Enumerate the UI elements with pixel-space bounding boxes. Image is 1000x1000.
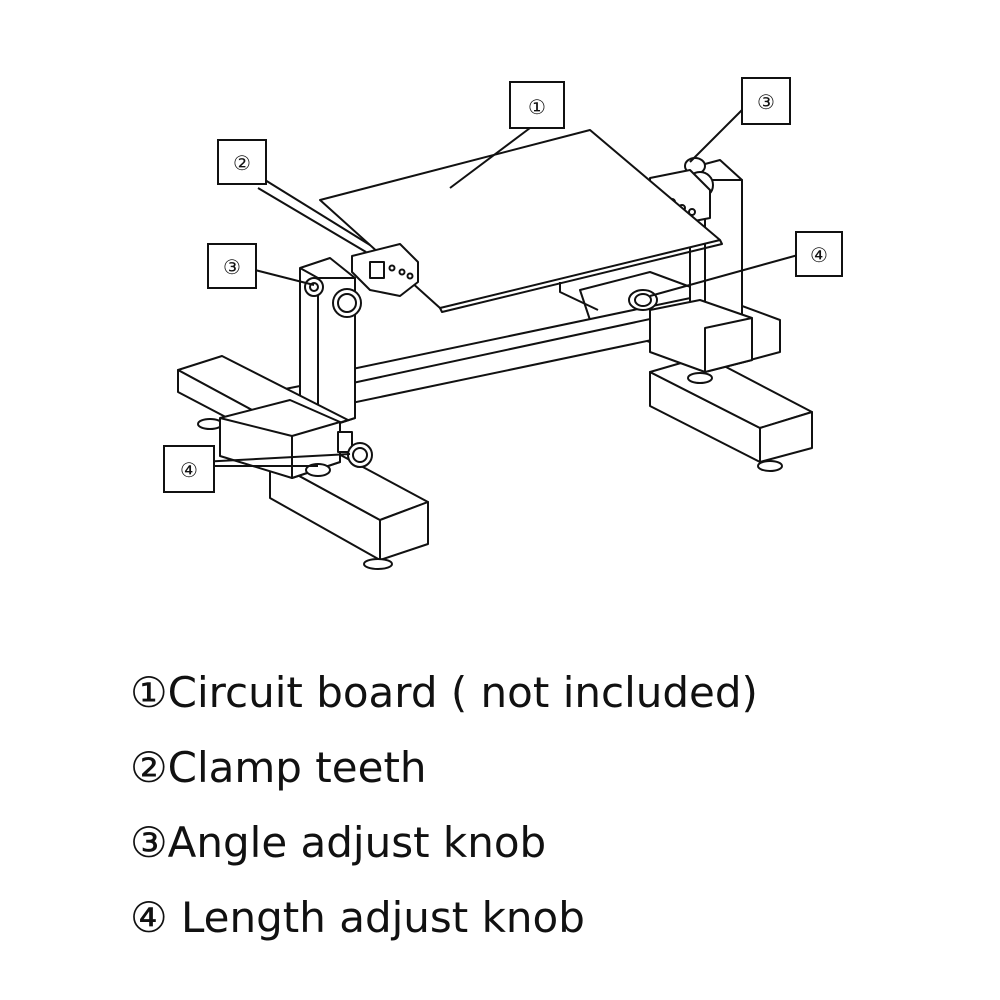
svg-text:④: ④ (810, 243, 828, 267)
leader-lines (200, 110, 798, 466)
svg-text:③: ③ (223, 255, 241, 279)
callout-4-right: ④ (796, 232, 842, 276)
legend-item-angle-adjust-knob: ③Angle adjust knob (130, 818, 547, 867)
legend-item-circuit-board: ①Circuit board ( not included) (130, 668, 758, 717)
svg-text:①: ① (528, 95, 546, 119)
left-upright (300, 258, 361, 430)
callout-3-left: ③ (208, 244, 256, 288)
svg-text:④: ④ (180, 458, 198, 482)
callout-1: ① (510, 82, 564, 128)
legend-item-clamp-teeth: ②Clamp teeth (130, 743, 427, 792)
svg-text:②: ② (233, 151, 251, 175)
left-clamp-teeth (352, 244, 418, 296)
circuit-board (320, 130, 722, 312)
callout-2: ② (218, 140, 266, 184)
callout-3-right: ③ (742, 78, 790, 124)
legend: ①Circuit board ( not included) ②Clamp te… (130, 655, 890, 955)
right-sleeve (629, 290, 752, 372)
callout-4-left: ④ (164, 446, 214, 492)
svg-text:③: ③ (757, 90, 775, 114)
pcb-holder-diagram: ① ② ③ ③ ④ ④ (0, 0, 1000, 600)
legend-item-length-adjust-knob: ④ Length adjust knob (130, 893, 585, 942)
